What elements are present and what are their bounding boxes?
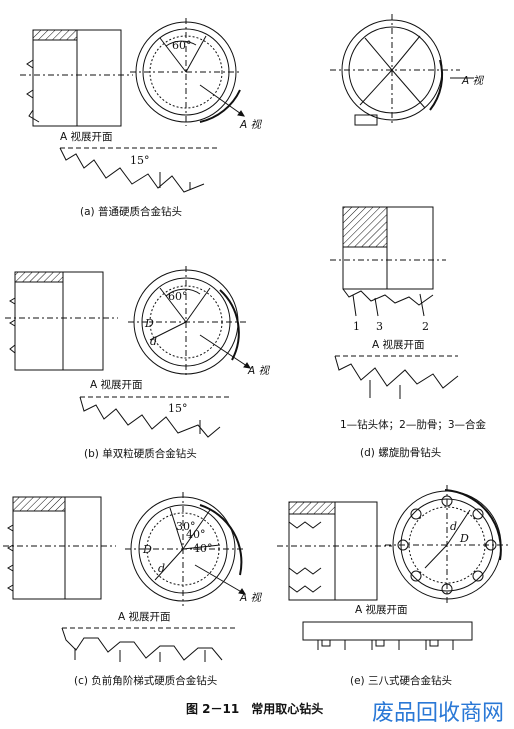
panel-e-unfold-view <box>302 621 473 650</box>
panel-e-dim-d: d <box>450 520 457 533</box>
panel-a-view-label: A 视 <box>239 119 263 131</box>
panel-b-end-view <box>128 266 251 378</box>
panel-c-side-view <box>3 496 116 600</box>
panel-d-unfold-view <box>334 355 459 399</box>
panel-e-end-view <box>385 485 510 605</box>
panel-a-unfold-label: A 视展开面 <box>60 130 113 143</box>
panel-d-side-view <box>330 206 446 317</box>
panel-b-unfold-label: A 视展开面 <box>90 378 143 391</box>
panel-e: d D A 视展开面 (e) 三八式硬合金钻头 <box>277 485 510 687</box>
panel-a: 60° A 视 A 视展开面 15° (a) 普通硬质合金钻头 <box>20 18 263 218</box>
panel-b-unfold-view <box>79 396 232 438</box>
panel-e-unfold-label: A 视展开面 <box>355 603 408 616</box>
panel-b-angle-60: 60° <box>168 290 188 303</box>
panel-b-dim-d: d <box>150 335 157 348</box>
panel-d-num-3: 3 <box>376 320 383 333</box>
panel-c-angle-40b: 40° <box>193 542 213 555</box>
panel-a-unfold-view <box>59 147 220 193</box>
panel-b-side-view <box>5 271 118 371</box>
panel-b-view-label: A 视 <box>247 365 271 377</box>
panel-a-angle-15: 15° <box>130 154 150 167</box>
panel-c: 30° 40° 40° D d A 视 A 视展开面 (c) 负前角阶梯式硬质合… <box>3 492 263 687</box>
panel-a-caption: (a) 普通硬质合金钻头 <box>80 205 182 218</box>
panel-d-legend: 1—钻头体；2—肋骨；3—合金 <box>340 418 487 431</box>
panel-e-dim-D: D <box>459 532 469 545</box>
panel-a-side-view <box>20 29 133 127</box>
panel-c-caption: (c) 负前角阶梯式硬质合金钻头 <box>74 674 217 687</box>
panel-c-unfold-label: A 视展开面 <box>118 610 171 623</box>
panel-a-right-view-label: A 视 <box>461 75 485 87</box>
panel-d-unfold-label: A 视展开面 <box>372 338 425 351</box>
panel-c-dim-d: d <box>158 562 165 575</box>
panel-a-end-view <box>130 18 245 126</box>
panel-d-num-1: 1 <box>353 320 360 333</box>
figure-caption: 图 2－11 常用取心钻头 <box>186 701 323 716</box>
panel-c-end-view <box>125 492 246 606</box>
panel-e-side-view <box>277 501 392 601</box>
panel-e-caption: (e) 三八式硬合金钻头 <box>350 674 452 687</box>
panel-c-angle-30: 30° <box>176 520 196 533</box>
panel-c-dim-D: D <box>142 543 152 556</box>
panel-c-unfold-view <box>61 627 236 662</box>
panel-c-angle-40a: 40° <box>186 528 206 541</box>
panel-b-angle-15: 15° <box>168 402 188 415</box>
panel-b-dim-D: D <box>144 317 154 330</box>
panel-a-angle-60: 60° <box>172 39 192 52</box>
watermark-text: 废品回收商网 <box>372 701 504 726</box>
panel-a-right-end-view <box>330 14 474 126</box>
panel-c-view-label: A 视 <box>239 592 263 604</box>
panel-d: 1 3 2 A 视展开面 1—钻头体；2—肋骨；3—合金 (d) 螺旋肋骨钻头 <box>330 206 487 459</box>
panel-d-caption: (d) 螺旋肋骨钻头 <box>360 446 441 459</box>
panel-b: 60° D d A 视 A 视展开面 15° (b) 单双粒硬质合金钻头 <box>5 266 271 460</box>
panel-b-caption: (b) 单双粒硬质合金钻头 <box>84 447 197 460</box>
panel-d-num-2: 2 <box>422 320 429 333</box>
